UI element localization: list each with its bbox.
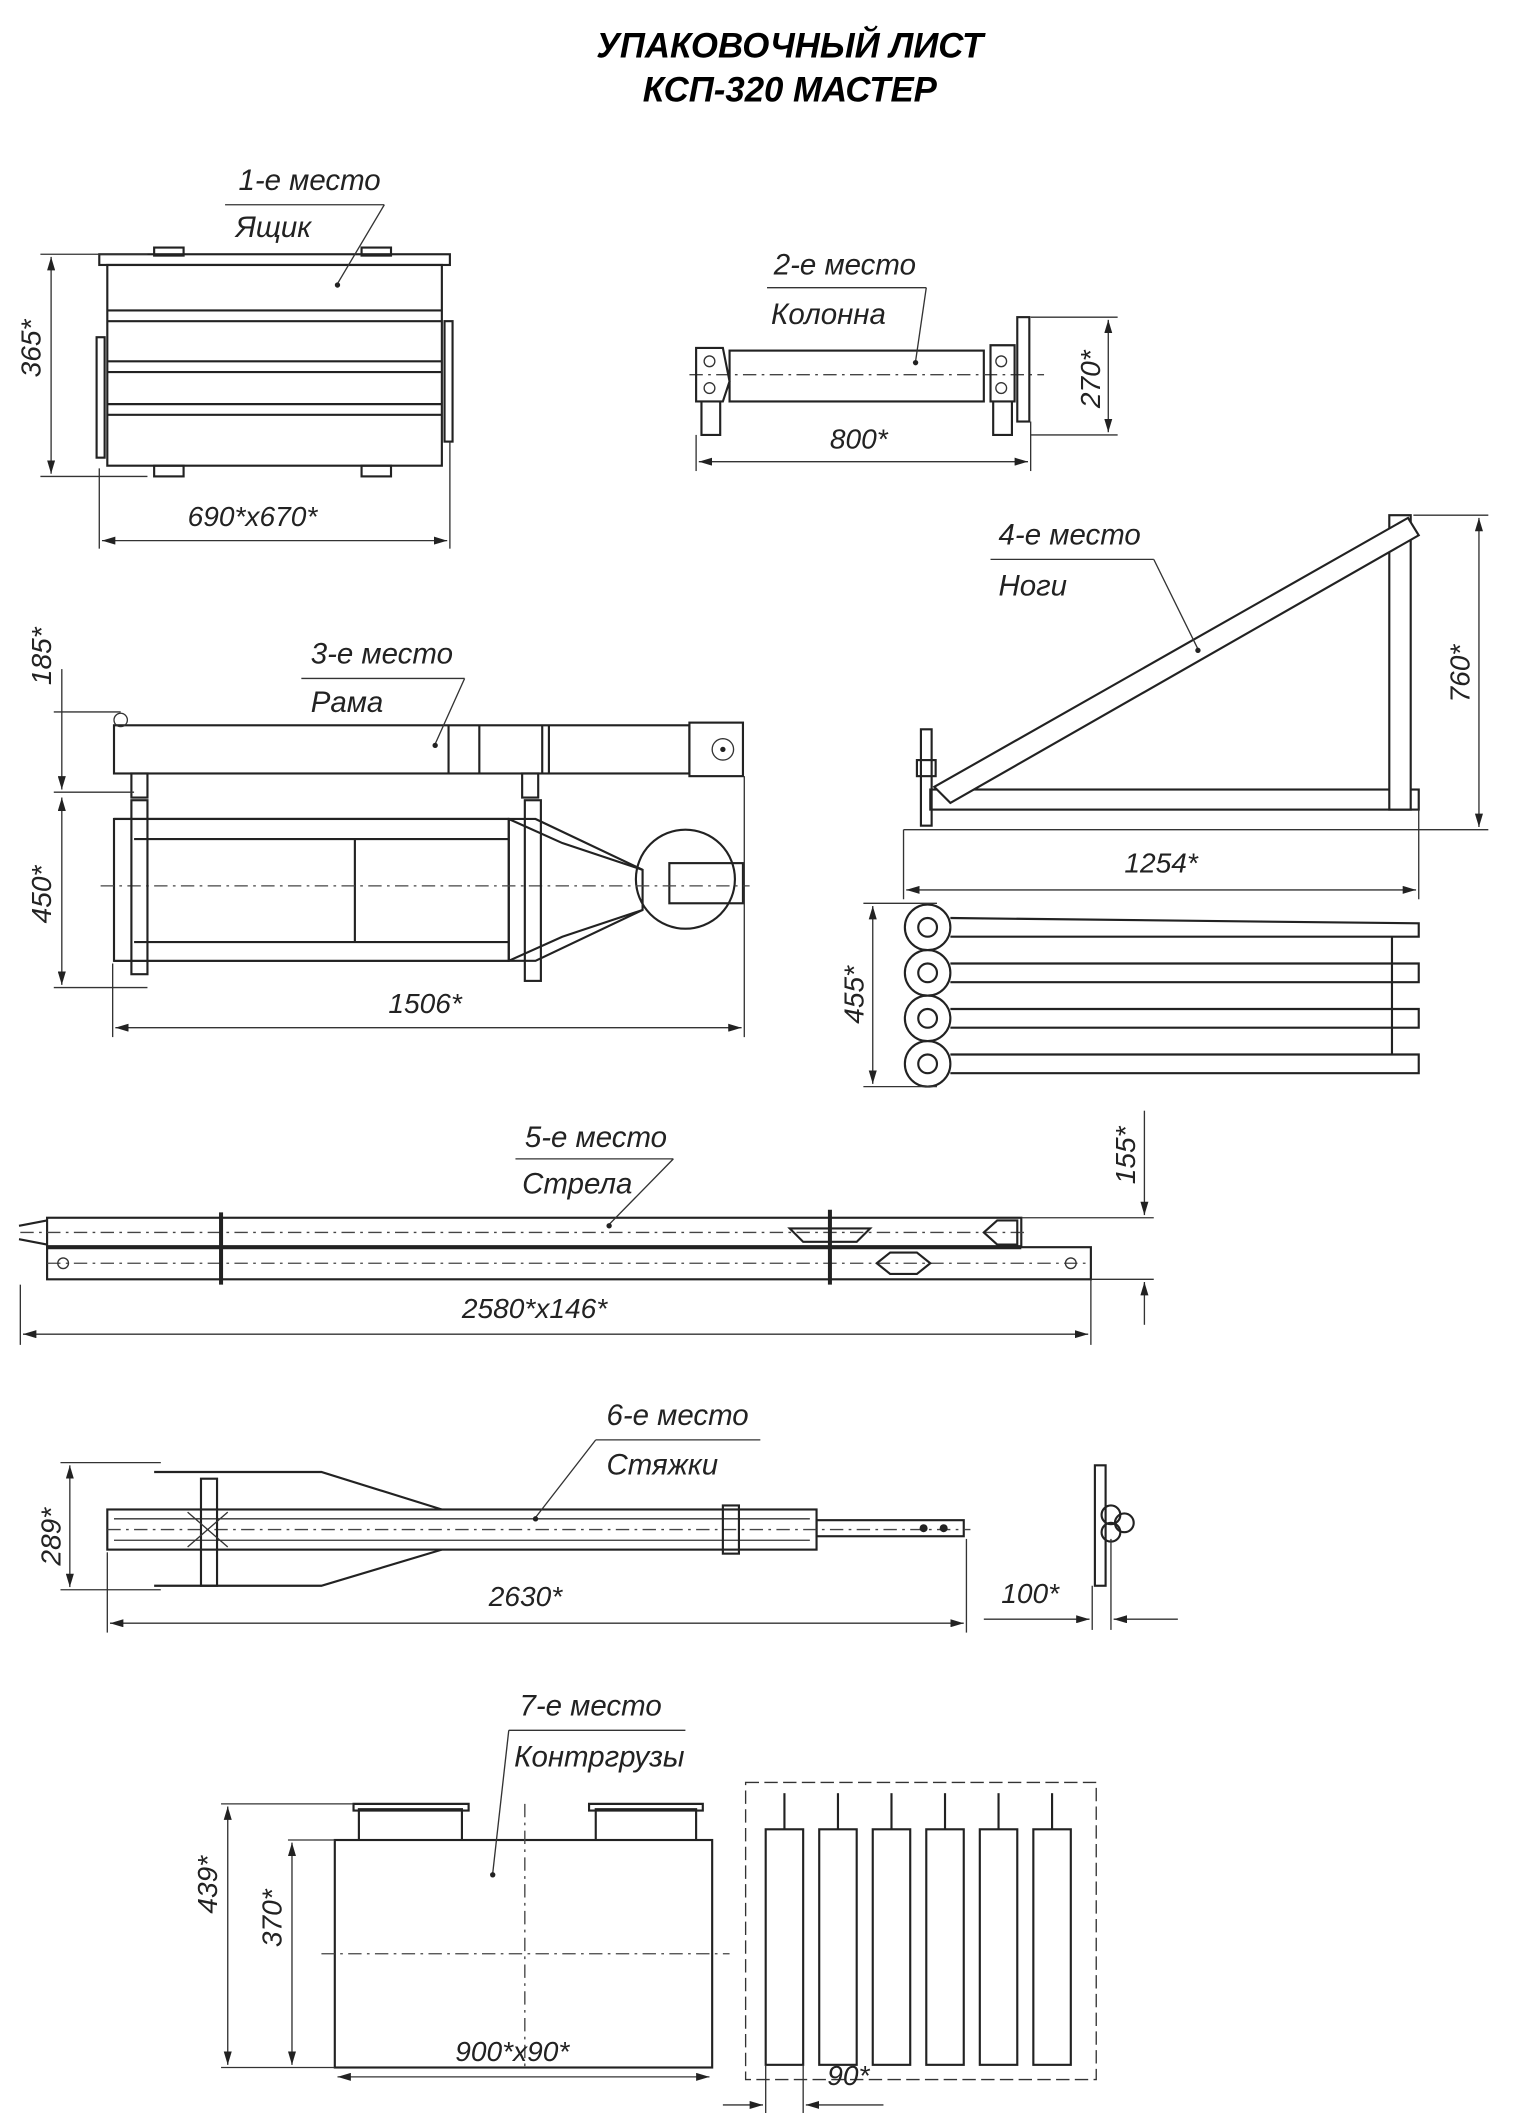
dim-365: 365* <box>15 318 46 377</box>
dim-289: 289* <box>35 1507 66 1567</box>
place-5-name: Стрела <box>522 1168 632 1201</box>
place-6-label: 6-е место <box>606 1399 748 1432</box>
dim-2580x146: 2580*х146* <box>461 1293 608 1324</box>
place-4-name: Ноги <box>999 569 1068 602</box>
place-2-label: 2-е место <box>773 248 916 281</box>
place-7-counterweights: 439* 370* 900*х90* 90* 7-е место Контргр… <box>192 1690 1097 2113</box>
place-6-name: Стяжки <box>606 1449 718 1482</box>
dim-370: 370* <box>256 1888 287 1947</box>
dim-800: 800* <box>830 423 889 454</box>
place-3-label: 3-е место <box>311 638 453 671</box>
dim-455: 455* <box>838 965 869 1024</box>
place-4-legs: 760* 1254* 455* 4-е место Ноги <box>838 514 1489 1088</box>
dim-439: 439* <box>192 1855 223 1914</box>
dim-100: 100* <box>1001 1578 1060 1609</box>
dim-1506: 1506* <box>388 988 462 1019</box>
title-line-1: УПАКОВОЧНЫЙ ЛИСТ <box>596 25 986 66</box>
place-3-name: Рама <box>311 686 384 719</box>
place-6-ties: 289* 2630* 100* 6-е место Стяжки <box>35 1399 1178 1633</box>
place-7-name: Контргрузы <box>514 1740 685 1773</box>
place-1-label: 1-е место <box>238 164 380 197</box>
counterweight-plates <box>764 1793 1072 2066</box>
place-3-frame: 185* 450* 1506* 3-е место Рама <box>26 626 750 1038</box>
place-5-boom: 155* 2580*х146* 5-е место Стрела <box>18 1110 1154 1345</box>
place-1-box: 365* 690*х670* 1-е место Ящик <box>15 164 454 549</box>
dim-155: 155* <box>1110 1125 1141 1184</box>
dim-185: 185* <box>26 626 57 685</box>
place-2-column: 270* 800* 2-е место Колонна <box>689 248 1118 472</box>
place-1-name: Ящик <box>234 211 312 244</box>
place-7-label: 7-е место <box>519 1690 661 1723</box>
dim-690x670: 690*х670* <box>188 501 319 532</box>
title-line-2: КСП-320 МАСТЕР <box>643 72 938 110</box>
place-2-name: Колонна <box>771 298 886 331</box>
legs-plan-view <box>903 903 1420 1088</box>
dim-900x90: 900*х90* <box>455 2036 570 2067</box>
dim-2630: 2630* <box>488 1581 563 1612</box>
dim-270: 270* <box>1075 349 1106 409</box>
dim-760: 760* <box>1445 644 1476 703</box>
dim-1254: 1254* <box>1124 847 1198 878</box>
place-4-label: 4-е место <box>999 519 1141 552</box>
dim-90: 90* <box>827 2060 870 2091</box>
dim-450: 450* <box>26 864 57 923</box>
place-5-label: 5-е место <box>525 1121 667 1154</box>
